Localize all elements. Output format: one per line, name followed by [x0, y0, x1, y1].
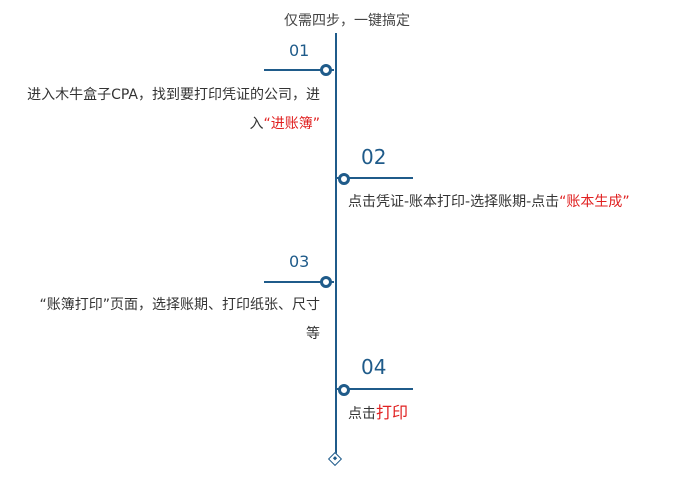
step-3-text-main: “账簿打印”页面，选择账期、打印纸张、尺寸等	[39, 297, 320, 342]
timeline-end-diamond-icon	[327, 451, 343, 467]
step-2-text: 点击凭证-账本打印-选择账期-点击“账本生成”	[348, 188, 654, 217]
step-2-branch-line	[337, 177, 413, 179]
step-4-text: 点击打印	[348, 398, 548, 429]
step-2-node-icon	[338, 173, 350, 185]
step-3-number: 03	[289, 252, 310, 271]
step-3-branch-line	[264, 281, 334, 283]
step-2-number: 02	[361, 145, 387, 169]
step-4-text-highlight: 打印	[376, 403, 409, 422]
step-1-text-highlight: “进账簿”	[263, 116, 320, 132]
step-1-text-main: 进入木牛盒子CPA，找到要打印凭证的公司，进入	[27, 87, 320, 132]
step-4-number: 04	[361, 355, 387, 379]
step-4-text-main: 点击	[348, 406, 376, 422]
step-3-node-icon	[320, 276, 332, 288]
step-3-text: “账簿打印”页面，选择账期、打印纸张、尺寸等	[28, 291, 320, 349]
step-1-node-icon	[320, 64, 332, 76]
diagram-title: 仅需四步，一键搞定	[284, 13, 410, 29]
step-4-node-icon	[338, 384, 350, 396]
step-1-number: 01	[289, 41, 310, 60]
step-4-branch-line	[337, 388, 413, 390]
timeline-axis	[335, 33, 337, 457]
step-2-text-highlight: “账本生成”	[559, 194, 630, 210]
step-1-text: 进入木牛盒子CPA，找到要打印凭证的公司，进入“进账簿”	[20, 81, 320, 139]
step-1-branch-line	[264, 69, 334, 71]
step-2-text-main: 点击凭证-账本打印-选择账期-点击	[348, 194, 560, 210]
